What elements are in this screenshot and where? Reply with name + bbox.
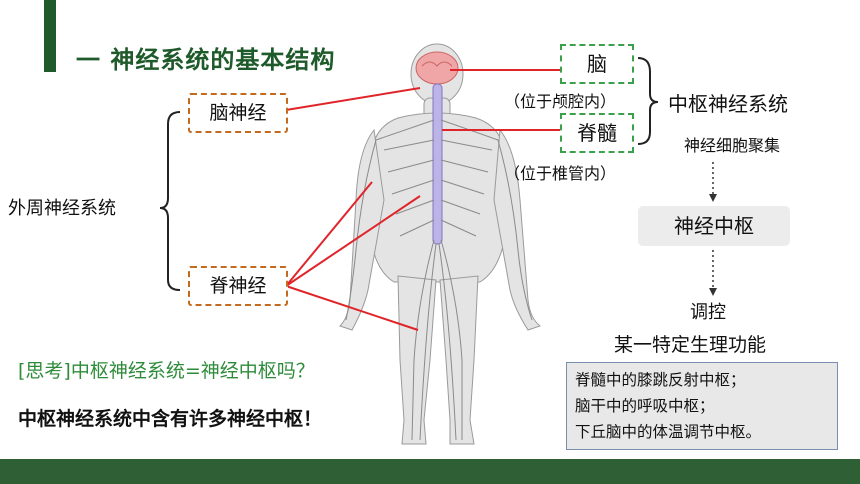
central-brace	[637, 57, 659, 145]
brain-location-note: （位于颅腔内）	[504, 92, 617, 111]
brain-box: 脑	[560, 44, 634, 84]
peripheral-nervous-system-label: 外周神经系统	[8, 198, 116, 219]
cranial-nerve-box: 脑神经	[188, 93, 288, 133]
central-nervous-system-label: 中枢神经系统	[668, 92, 788, 116]
page-title: 一 神经系统的基本结构	[76, 46, 336, 74]
connector-lines	[285, 69, 560, 331]
footer-bar	[0, 459, 860, 484]
cranial-nerve-label: 脑神经	[209, 102, 267, 124]
title-accent-bar	[44, 0, 56, 72]
arrow-head-icon	[709, 194, 717, 202]
think-question: [思考]中枢神经系统=神经中枢吗？	[18, 360, 315, 382]
arrow-head-icon	[709, 288, 717, 296]
peripheral-brace	[159, 111, 181, 291]
aggregation-note: 神经细胞聚集	[684, 136, 781, 155]
example-item: 脊髓中的膝跳反射中枢；	[575, 371, 746, 389]
example-item: 下丘脑中的体温调节中枢。	[575, 423, 762, 441]
spinal-nerve-box: 脊神经	[188, 266, 288, 306]
examples-box: 脊髓中的膝跳反射中枢； 脑干中的呼吸中枢； 下丘脑中的体温调节中枢。	[566, 362, 838, 450]
regulate-label: 调控	[690, 302, 726, 323]
conclusion-text: 中枢神经系统中含有许多神经中枢！	[18, 408, 323, 430]
spinal-cord-label: 脊髓	[577, 121, 617, 145]
spinal-cord-box: 脊髓	[560, 113, 634, 153]
human-nervous-system-illustration	[339, 43, 542, 445]
nerve-center-box: 神经中枢	[638, 206, 790, 246]
function-label: 某一特定生理功能	[614, 334, 767, 356]
spinal-nerve-label: 脊神经	[209, 275, 267, 297]
nerve-center-label: 神经中枢	[674, 214, 754, 238]
spinal-cord-location-note: （位于椎管内）	[504, 164, 617, 183]
example-item: 脑干中的呼吸中枢；	[575, 397, 715, 415]
brain-label: 脑	[587, 52, 607, 76]
